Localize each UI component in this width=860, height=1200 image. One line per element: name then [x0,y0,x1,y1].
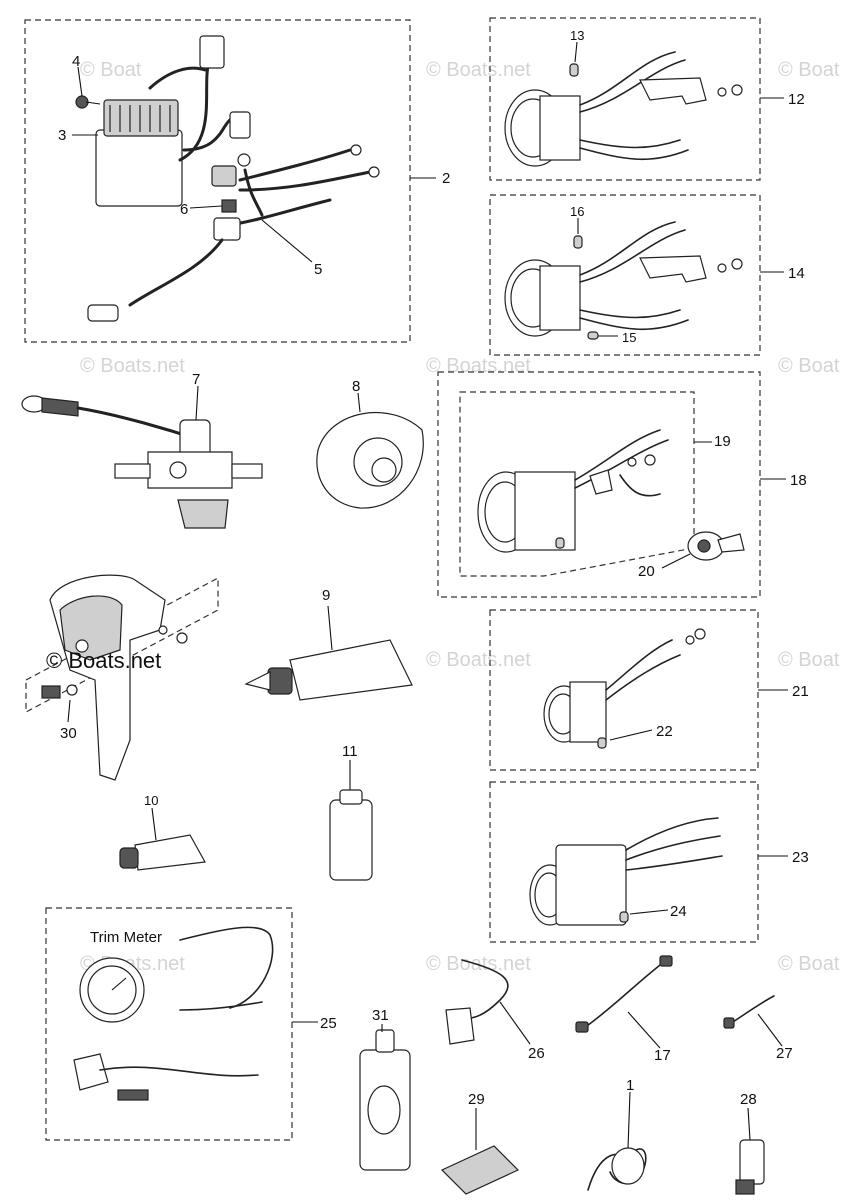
part-number: 5 [314,261,322,278]
group-box-2 [24,19,411,343]
part-number: 10 [144,793,158,808]
part-number: 25 [320,1015,337,1032]
part-28-plug [735,1139,765,1195]
part-number: 7 [192,371,200,388]
watermark: © Boats.net [46,648,161,673]
watermark: © Boats.net [426,59,531,81]
watermark: © Boats.net [426,649,531,671]
part-number: 14 [788,265,805,282]
part-10-tube [119,834,206,871]
part-number: 6 [180,201,188,218]
part-7-switch [21,395,263,529]
part-27-lead [723,995,775,1029]
watermark: © Boats.net [426,355,531,377]
part-number: 16 [570,204,584,219]
part-number: 11 [342,743,358,760]
group-box-23 [489,781,759,943]
part-23-gauge [529,817,723,926]
part-number: 17 [654,1047,671,1064]
part-12-gauge [504,51,743,167]
part-1-spring [587,1147,647,1191]
part-8-cover [316,411,424,509]
part-30-bracket [41,574,188,781]
harness-wires [87,35,380,322]
group-box-12 [489,17,761,181]
group-box-14 [489,194,761,356]
part-number: 18 [790,472,807,489]
part-14-gauge [504,221,743,340]
part-17-lead [575,955,673,1033]
part-31-bottle [359,1029,411,1171]
part-number: 20 [638,563,655,580]
watermark: © Boats.net [426,953,531,975]
watermark: © Boat [80,59,142,81]
part-number: 13 [570,28,584,43]
part-number: 31 [372,1007,389,1024]
watermark: © Boat [778,953,840,975]
part-number: 21 [792,683,809,700]
part-number: 2 [442,170,450,187]
part-6-fuse [221,199,237,213]
part-number: 19 [714,433,731,450]
part-number: 23 [792,849,809,866]
part-number: 3 [58,127,66,144]
group-box-19 [459,391,695,577]
group-box-25 [45,907,293,1141]
part-number: 4 [72,53,80,70]
part-number: 8 [352,378,360,395]
group-box-18 [437,371,761,598]
watermark: © Boats.net [80,355,185,377]
part-number: 9 [322,587,330,604]
part-number: 30 [60,725,77,742]
part-number: 15 [622,330,636,345]
part-29-pad [440,1145,520,1195]
part-number: 24 [670,903,687,920]
group-box-21 [489,609,759,771]
part-number: 22 [656,723,673,740]
part-number: 12 [788,91,805,108]
part-number: 28 [740,1091,757,1108]
part-26-harness [445,959,509,1045]
part-numbers: 4 3 6 5 2 13 12 16 15 14 7 8 19 18 20 9 … [46,28,809,1108]
watermark: © Boat [778,59,840,81]
trim-meter-label: Trim Meter [90,929,162,946]
part-number: 27 [776,1045,793,1062]
part-number: 29 [468,1091,485,1108]
part-21-gauge [543,628,706,749]
watermark: © Boat [778,355,840,377]
part-number: 1 [626,1077,634,1094]
part-25-trim-meter [73,926,274,1101]
part-3-regulator [95,99,183,207]
part-20-key-switch [687,531,745,561]
part-19-gauge [477,429,669,553]
watermark: © Boat [778,649,840,671]
part-number: 26 [528,1045,545,1062]
part-9-tube [244,639,413,701]
part-4-bolt [75,95,101,109]
part-11-can [329,789,373,881]
